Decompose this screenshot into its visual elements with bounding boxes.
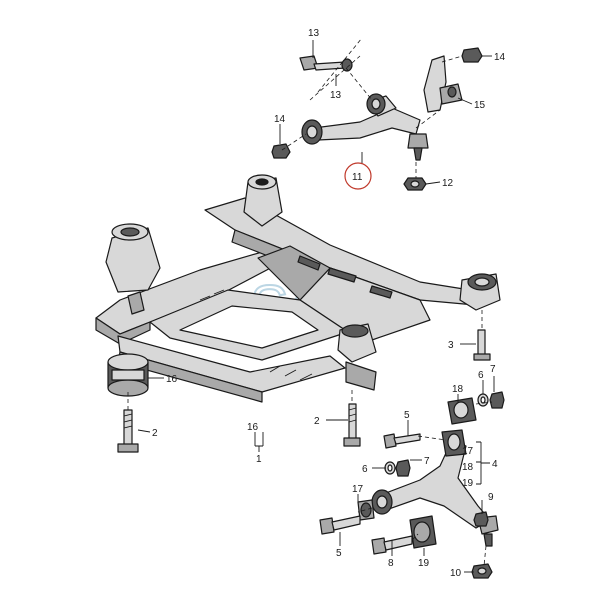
subframe-bolt-center (343, 403, 361, 447)
callout-labels: 13 13 14 15 14 11 12 3 16 2 2 16 1 18 6 … (152, 28, 506, 579)
callout-13-lower: 13 (330, 90, 342, 101)
subframe (95, 174, 501, 403)
bolt-8 (371, 535, 413, 555)
callout-19-right: 19 (462, 478, 474, 489)
highlight-circle-11 (344, 162, 372, 190)
washer-6-lower (384, 461, 396, 475)
lower-control-arm (371, 439, 499, 547)
nut-7-upper (489, 391, 505, 409)
bracket-15 (423, 55, 463, 113)
callout-7-upper: 7 (490, 364, 496, 375)
bushing-19 (409, 515, 437, 549)
callout-3: 3 (448, 340, 454, 351)
nut-12 (403, 177, 427, 191)
callout-10: 10 (450, 568, 462, 579)
callout-9: 9 (488, 492, 494, 503)
callout-18-upper: 18 (452, 384, 464, 395)
callout-12: 12 (442, 178, 454, 189)
nut-14-right (461, 47, 483, 63)
callout-4: 4 (492, 459, 498, 470)
assembly-lines (127, 37, 493, 567)
subframe-bushing (107, 353, 149, 397)
callout-18-right: 18 (462, 462, 474, 473)
nut-10 (471, 563, 493, 579)
bushing-18-lower (441, 429, 467, 457)
callout-14-right: 14 (494, 52, 506, 63)
callout-7-lower: 7 (424, 456, 430, 467)
callout-1: 1 (256, 454, 262, 465)
bushing-17 (357, 499, 375, 521)
bolt-5-upper (383, 433, 421, 449)
callout-16-left: 16 (166, 374, 178, 385)
callout-5-lower: 5 (336, 548, 342, 559)
callout-19-lower: 19 (418, 558, 430, 569)
callout-17-right: 17 (462, 446, 474, 457)
callout-14-left: 14 (274, 114, 286, 125)
bolt-13 (299, 55, 353, 72)
callout-11: 11 (352, 172, 363, 183)
upper-control-arm (301, 93, 429, 161)
subframe-bolt-right (473, 329, 491, 361)
callout-6-upper: 6 (478, 370, 484, 381)
subframe-bolt-left (117, 409, 139, 453)
leader-lines (137, 40, 495, 573)
callout-13-top: 13 (308, 28, 320, 39)
bushing-18-upper (447, 397, 477, 425)
nut-7-lower (395, 459, 411, 477)
callout-15: 15 (474, 100, 486, 111)
callout-16-bracket: 16 (247, 422, 259, 433)
callout-2-left: 2 (152, 428, 158, 439)
callout-6-lower: 6 (362, 464, 368, 475)
bolt-5-lower (319, 515, 361, 535)
callout-8: 8 (388, 558, 394, 569)
callout-17-left: 17 (352, 484, 364, 495)
washer-6-upper (477, 393, 489, 407)
nut-14-left (271, 143, 291, 159)
callout-2-center: 2 (314, 416, 320, 427)
nut-9 (473, 511, 489, 527)
callout-5-upper: 5 (404, 410, 410, 421)
